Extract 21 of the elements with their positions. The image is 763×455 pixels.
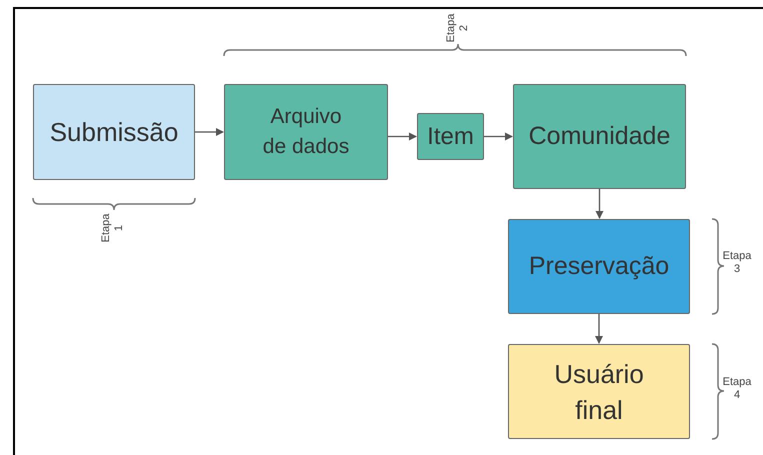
arrow — [195, 128, 224, 136]
box-label: Arquivo de dados — [262, 104, 350, 160]
stage-label: Etapa 4 — [722, 376, 752, 402]
box-label: Item — [427, 122, 474, 152]
process-box — [513, 84, 686, 189]
arrow — [484, 132, 513, 140]
box-label: Preservação — [528, 250, 670, 282]
arrow — [596, 189, 604, 219]
box-label: Usuário final — [553, 358, 645, 426]
process-box — [224, 84, 388, 180]
process-box — [33, 84, 195, 180]
box-label: Submissão — [50, 116, 178, 148]
stage-label: Etapa 1 — [100, 212, 126, 244]
process-box — [508, 344, 690, 439]
arrow — [388, 132, 417, 140]
stage-label: Etapa 3 — [722, 250, 752, 276]
box-label: Comunidade — [528, 120, 670, 152]
arrow — [595, 314, 603, 344]
stage-label: Etapa 2 — [445, 12, 471, 44]
process-box — [508, 219, 690, 314]
process-box — [417, 113, 484, 160]
